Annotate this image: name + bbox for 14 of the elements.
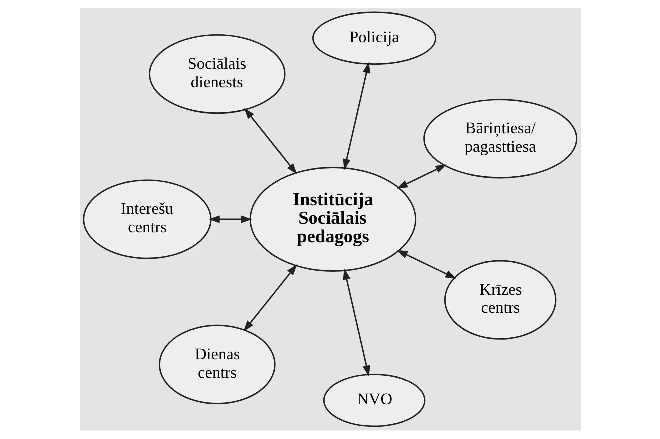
arrow [396,164,446,189]
node-ellipse: Dienas centrs [158,324,276,405]
node-ellipse: Sociālais dienests [148,34,286,114]
arrow [342,268,370,377]
arrow [243,264,297,332]
node-ellipse: Policija [312,12,436,65]
node-ellipse: Institūcija Sociālais pedagogs [249,167,416,272]
arrow [244,108,297,174]
node-ellipse: NVO [322,374,426,428]
arrow [396,250,456,279]
node-ellipse: Bāriņtiesa/ pagasttiesa [423,99,578,179]
arrow [208,216,252,224]
node-ellipse: Interešu centrs [82,180,212,260]
arrow [342,62,370,170]
